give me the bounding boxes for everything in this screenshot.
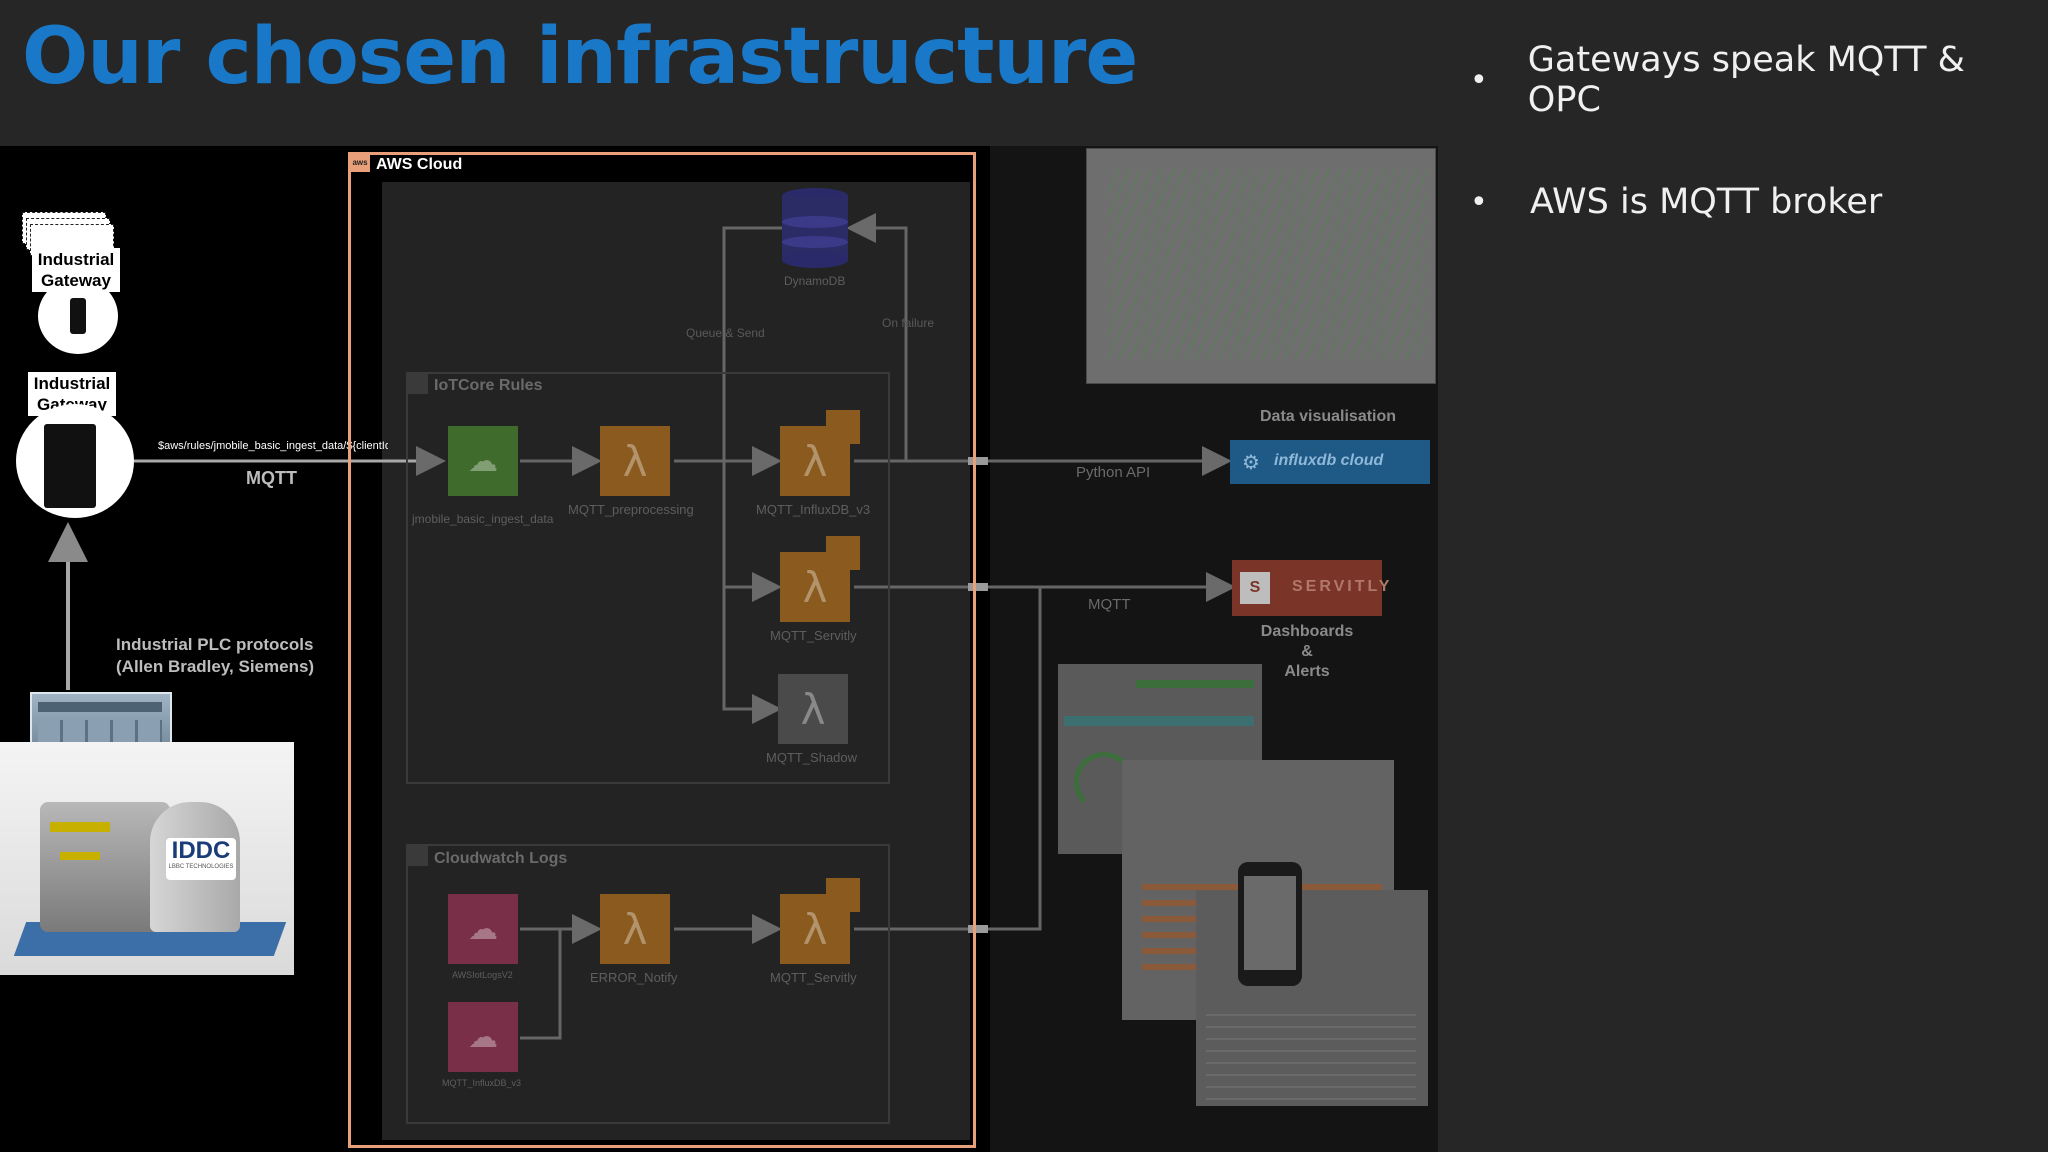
mqtt-topic-label: $aws/rules/jmobile_basic_ingest_data/${c… bbox=[158, 440, 388, 452]
bullet-text: AWS is MQTT broker bbox=[1530, 182, 1883, 222]
dynamodb-icon bbox=[782, 188, 848, 268]
dynamodb-label: DynamoDB bbox=[784, 274, 846, 288]
aws-inner-area bbox=[382, 182, 970, 1140]
slide-title: Our chosen infrastructure bbox=[22, 12, 1138, 102]
servitly-box: S SERVITLY bbox=[1232, 560, 1389, 616]
lambda-preprocessing-icon: λ bbox=[600, 426, 670, 496]
bullet-dot-icon: • bbox=[1470, 184, 1488, 220]
iot-rule-ingest-icon: ☁ bbox=[448, 426, 518, 496]
lambda-servitly-label: MQTT_Servitly bbox=[770, 628, 857, 643]
lambda-shadow-label: MQTT_Shadow bbox=[766, 750, 858, 765]
lambda-influx-label: MQTT_InfluxDB_v3 bbox=[756, 502, 871, 517]
plc-protocols-label: Industrial PLC protocols (Allen Bradley,… bbox=[116, 635, 315, 676]
servitly-logo-icon: S bbox=[1240, 572, 1270, 604]
phone-mockup bbox=[1238, 862, 1302, 986]
mqtt-label-left: MQTT bbox=[246, 468, 297, 488]
gateway-stack-label: Industrial Gateway bbox=[32, 248, 120, 292]
influxdb-cloud-box: ⚙ influxdb cloud bbox=[1230, 440, 1430, 484]
lambda-shadow-icon: λ bbox=[778, 674, 848, 744]
cloudwatch-logs-icon: ☁ bbox=[448, 894, 518, 964]
iotcore-group-icon bbox=[408, 374, 428, 394]
bullet-item: • AWS is MQTT broker bbox=[1470, 182, 2030, 222]
queue-send-label: Queue & Send bbox=[686, 326, 765, 340]
influx-chart-screenshot bbox=[1086, 148, 1436, 384]
gateway-device-icon bbox=[44, 424, 96, 508]
cloudwatch-logs-group bbox=[406, 844, 890, 1124]
data-visualisation-label: Data visualisation bbox=[1260, 408, 1397, 425]
machine-logo: IDDC bbox=[171, 837, 231, 864]
gateway-stack-device-icon bbox=[70, 298, 86, 334]
lambda-servitly-2-label: MQTT_Servitly bbox=[770, 970, 857, 985]
aws-logo-icon: aws bbox=[350, 154, 370, 172]
bullet-dot-icon: • bbox=[1470, 62, 1488, 98]
on-failure-label: On failure bbox=[882, 316, 935, 330]
iotcore-rules-label: IoTCore Rules bbox=[434, 377, 543, 394]
bullet-item: • Gateways speak MQTT & OPC bbox=[1470, 40, 2030, 120]
iot-rule-ingest-label: jmobile_basic_ingest_data bbox=[412, 512, 554, 526]
lambda-influx-badge bbox=[826, 410, 860, 444]
lambda-servitly-2-badge bbox=[826, 878, 860, 912]
influxdb-cloud-label: influxdb cloud bbox=[1274, 452, 1384, 469]
dashboard-screenshot-3 bbox=[1196, 890, 1428, 1106]
lambda-servitly-badge bbox=[826, 536, 860, 570]
lambda-error-notify-icon: λ bbox=[600, 894, 670, 964]
lambda-error-notify-label: ERROR_Notify bbox=[590, 970, 678, 985]
mqtt-label-right: MQTT bbox=[1088, 596, 1131, 613]
lambda-preprocessing-label: MQTT_preprocessing bbox=[568, 502, 694, 517]
machine-image: IDDC LBBC TECHNOLOGIES bbox=[0, 742, 294, 975]
bullet-list: • Gateways speak MQTT & OPC • AWS is MQT… bbox=[1470, 40, 2030, 284]
aws-cloud-label: AWS Cloud bbox=[376, 156, 463, 173]
python-api-label: Python API bbox=[1076, 464, 1151, 481]
cloudwatch-logs-label: Cloudwatch Logs bbox=[434, 850, 568, 867]
cloudwatch-group-icon bbox=[408, 846, 428, 866]
bullet-text: Gateways speak MQTT & OPC bbox=[1527, 40, 1965, 120]
aws-iot-logs-label: AWSIotLogsV2 bbox=[452, 970, 513, 980]
influx-logo-icon: ⚙ bbox=[1242, 452, 1260, 474]
machine-sub-label: LBBC TECHNOLOGIES bbox=[168, 864, 234, 870]
cloudwatch-logs-icon-2: ☁ bbox=[448, 1002, 518, 1072]
aws-cloud-frame bbox=[348, 152, 976, 1148]
servitly-label: SERVITLY bbox=[1292, 578, 1393, 595]
influx-logs-label: MQTT_InfluxDB_v3 bbox=[442, 1078, 522, 1088]
dashboards-alerts-label: Dashboards & Alerts bbox=[1260, 623, 1354, 680]
iotcore-rules-group bbox=[406, 372, 890, 784]
